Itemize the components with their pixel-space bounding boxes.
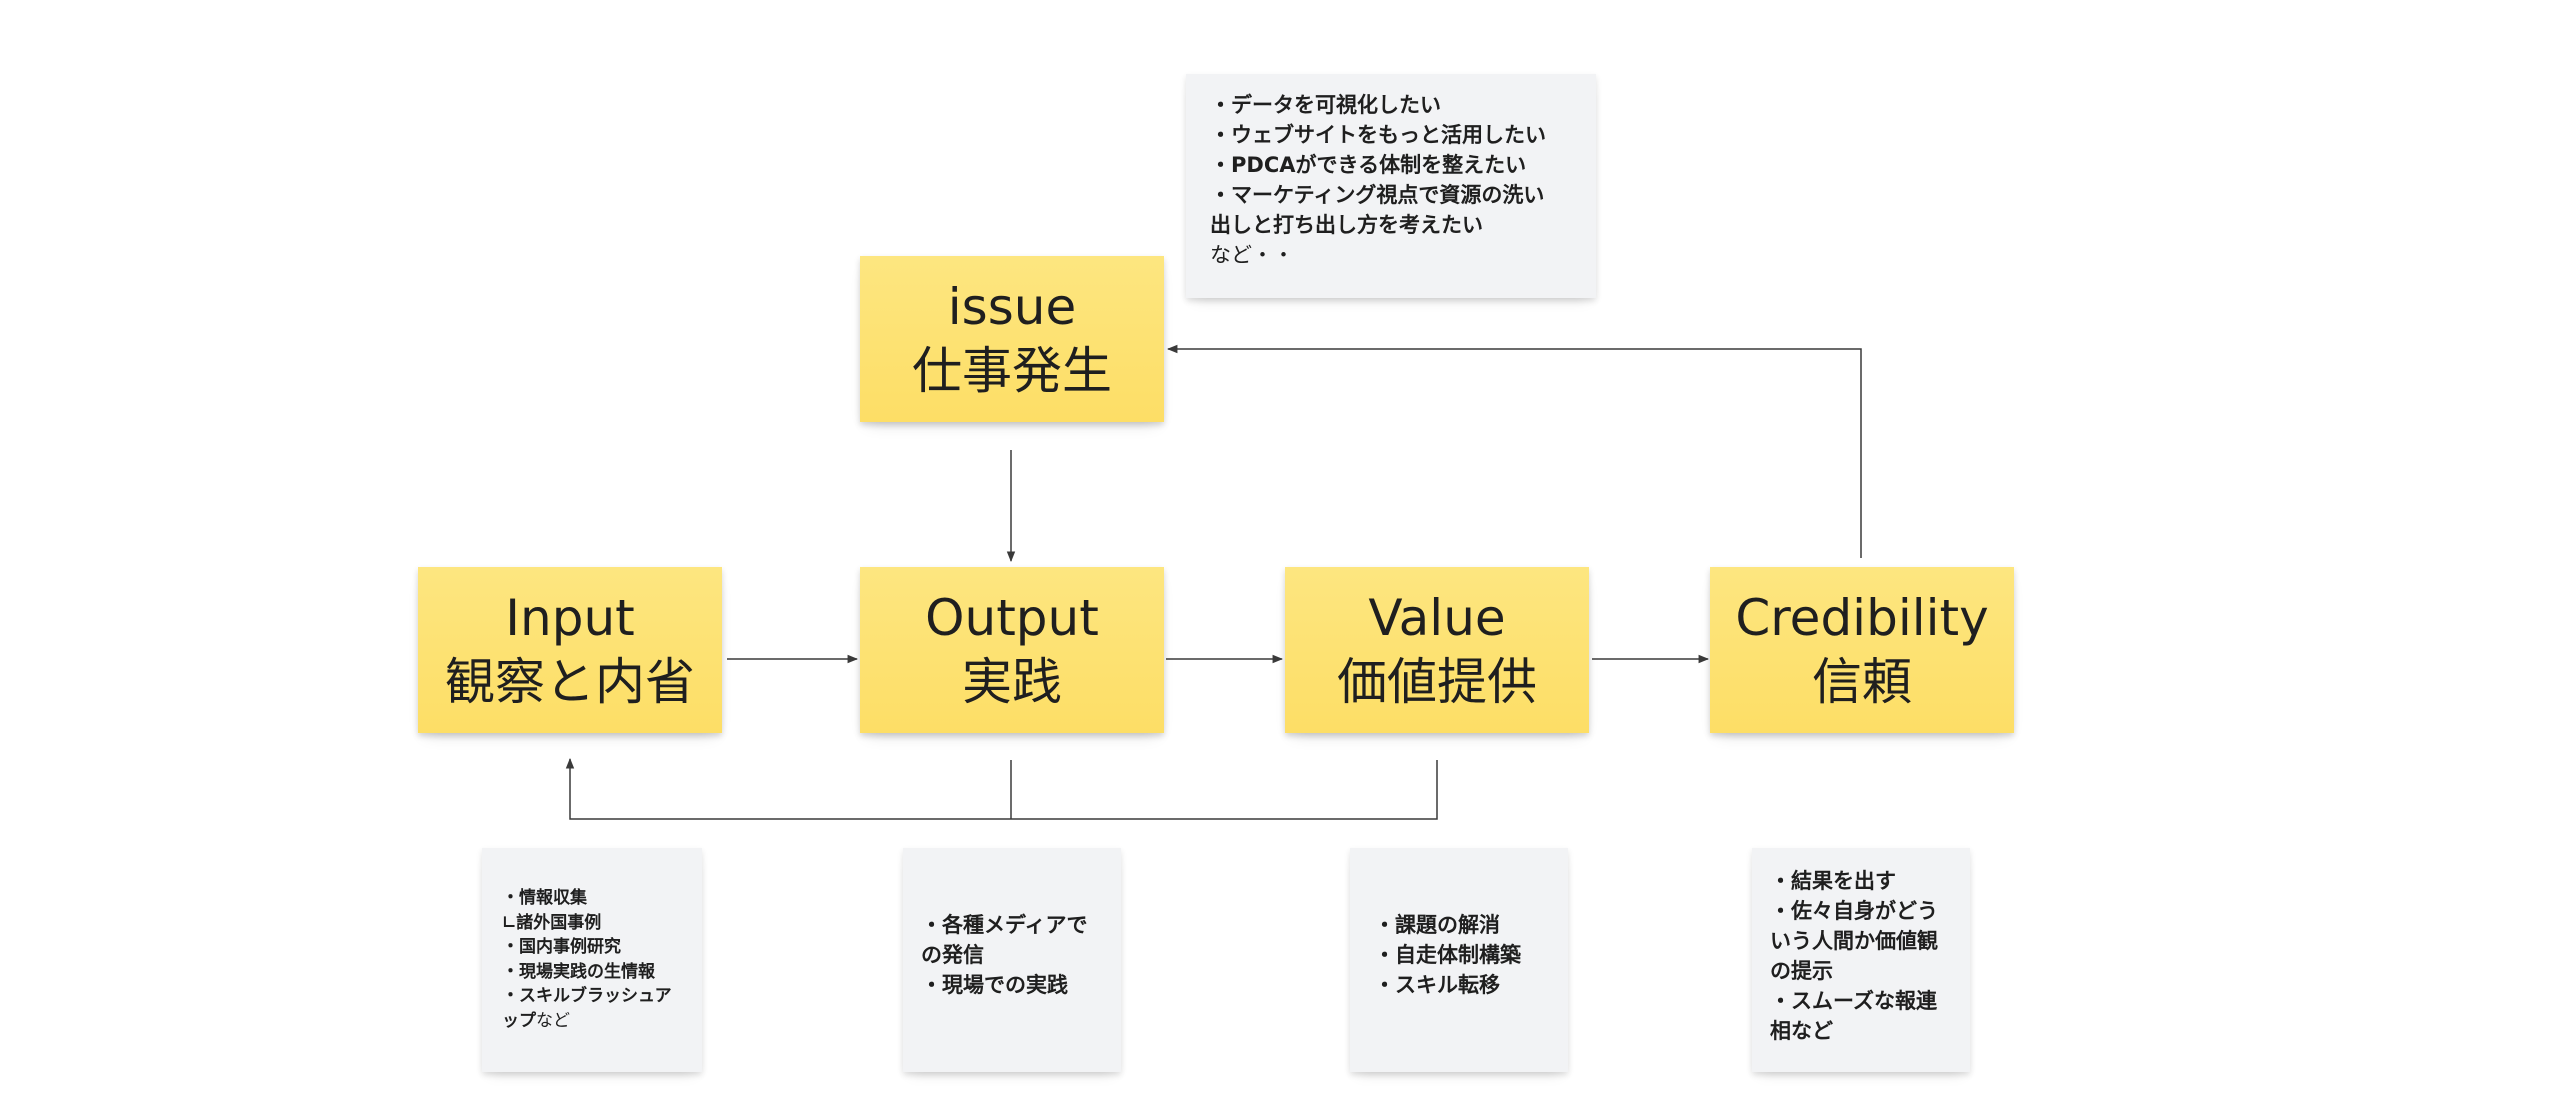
- sticky-value[interactable]: Value 価値提供: [1285, 567, 1589, 733]
- note-value-item: ・自走体制構築: [1374, 943, 1521, 967]
- note-input-details[interactable]: ・情報収集 ∟諸外国事例 ・国内事例研究 ・現場実践の生情報 ・スキルブラッシュ…: [482, 848, 702, 1072]
- sticky-output-title: Output: [925, 589, 1099, 647]
- sticky-credibility[interactable]: Credibility 信頼: [1710, 567, 2014, 733]
- note-output-item: ・各種メディアで の発信: [921, 913, 1088, 967]
- sticky-issue[interactable]: issue 仕事発生: [860, 256, 1164, 422]
- sticky-input-title: Input: [505, 589, 635, 647]
- note-input-item-text: ・スキルブラッシュア ップ: [502, 986, 672, 1031]
- sticky-credibility-title: Credibility: [1735, 589, 1989, 647]
- sticky-input[interactable]: Input 観察と内省: [418, 567, 722, 733]
- note-issue-item: ・ウェブサイトをもっと活用したい: [1210, 123, 1546, 147]
- note-issue-item: ・マーケティング視点で資源の洗い 出しと打ち出し方を考えたい: [1210, 183, 1545, 237]
- note-credibility-details[interactable]: ・結果を出す ・佐々自身がどう いう人間か価値観 の提示 ・スムーズな報連 相な…: [1752, 848, 1970, 1072]
- note-credibility-item: ・佐々自身がどう いう人間か価値観 の提示: [1770, 899, 1938, 983]
- sticky-value-subtitle: 価値提供: [1337, 653, 1537, 711]
- note-output-item: ・現場での実践: [921, 973, 1068, 997]
- note-issue-examples[interactable]: ・データを可視化したい ・ウェブサイトをもっと活用したい ・PDCAができる体制…: [1186, 74, 1596, 298]
- note-issue-item: ・データを可視化したい: [1210, 93, 1441, 117]
- sticky-issue-title: issue: [947, 278, 1077, 336]
- note-input-item: ・現場実践の生情報: [502, 961, 655, 982]
- arrow-credibility-to-issue: [1166, 344, 1862, 558]
- note-output-details[interactable]: ・各種メディアで の発信 ・現場での実践: [903, 848, 1121, 1072]
- note-credibility-item: ・結果を出す: [1770, 869, 1896, 893]
- note-issue-suffix: など・・: [1210, 243, 1294, 267]
- sticky-value-title: Value: [1368, 589, 1506, 647]
- note-credibility-item: ・スムーズな報連 相など: [1770, 989, 1937, 1043]
- sticky-output[interactable]: Output 実践: [860, 567, 1164, 733]
- sticky-input-subtitle: 観察と内省: [445, 653, 695, 711]
- arrow-value-to-input: [565, 757, 1438, 820]
- note-value-details[interactable]: ・課題の解消 ・自走体制構築 ・スキル転移: [1350, 848, 1568, 1072]
- note-input-item: ・国内事例研究: [502, 937, 621, 957]
- note-input-item: ・スキルブラッシュア ップなど: [502, 984, 688, 1033]
- note-issue-item: ・PDCAができる体制を整えたい: [1210, 153, 1527, 177]
- note-value-item: ・課題の解消: [1374, 913, 1500, 937]
- note-input-item: ・情報収集: [502, 888, 587, 908]
- note-input-item: ∟諸外国事例: [502, 912, 602, 933]
- sticky-issue-subtitle: 仕事発生: [912, 342, 1112, 400]
- note-value-item: ・スキル転移: [1374, 973, 1500, 997]
- sticky-credibility-subtitle: 信頼: [1812, 653, 1912, 711]
- sticky-output-subtitle: 実践: [962, 653, 1062, 711]
- note-input-suffix: など: [536, 1010, 570, 1031]
